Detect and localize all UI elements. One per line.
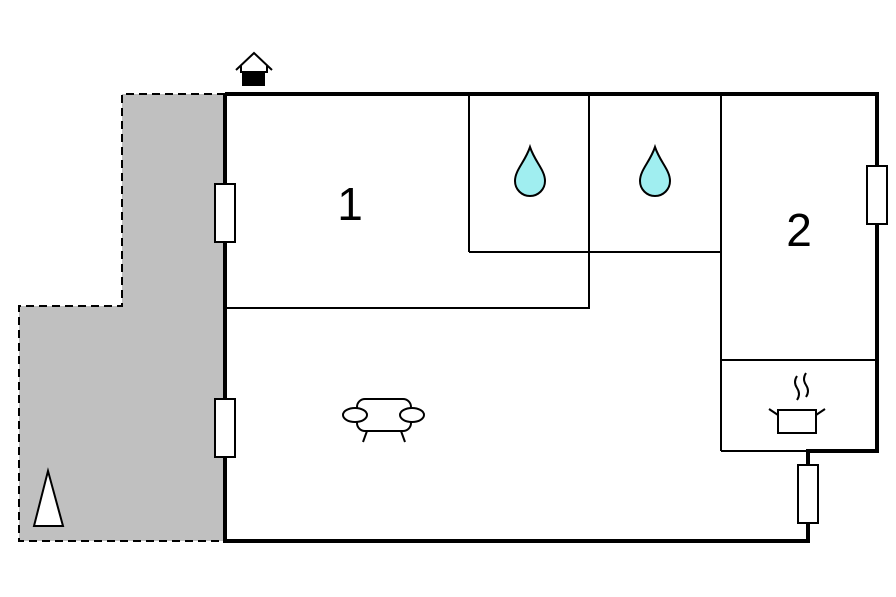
water-drop-icon bbox=[638, 143, 672, 197]
house-entrance-icon bbox=[235, 51, 273, 86]
cooking-pot-icon bbox=[768, 372, 826, 434]
north-arrow-icon bbox=[32, 467, 65, 527]
window-icon bbox=[797, 464, 819, 524]
terrace-area bbox=[18, 93, 226, 542]
water-drop-icon bbox=[513, 143, 547, 197]
window-icon bbox=[214, 183, 236, 243]
room-label-2: 2 bbox=[786, 204, 812, 256]
window-icon bbox=[214, 398, 236, 458]
window-icon bbox=[866, 165, 888, 225]
sofa-icon bbox=[342, 398, 425, 443]
room-label-1: 1 bbox=[337, 178, 363, 230]
interior-walls bbox=[225, 94, 877, 452]
outer-wall bbox=[223, 92, 879, 543]
